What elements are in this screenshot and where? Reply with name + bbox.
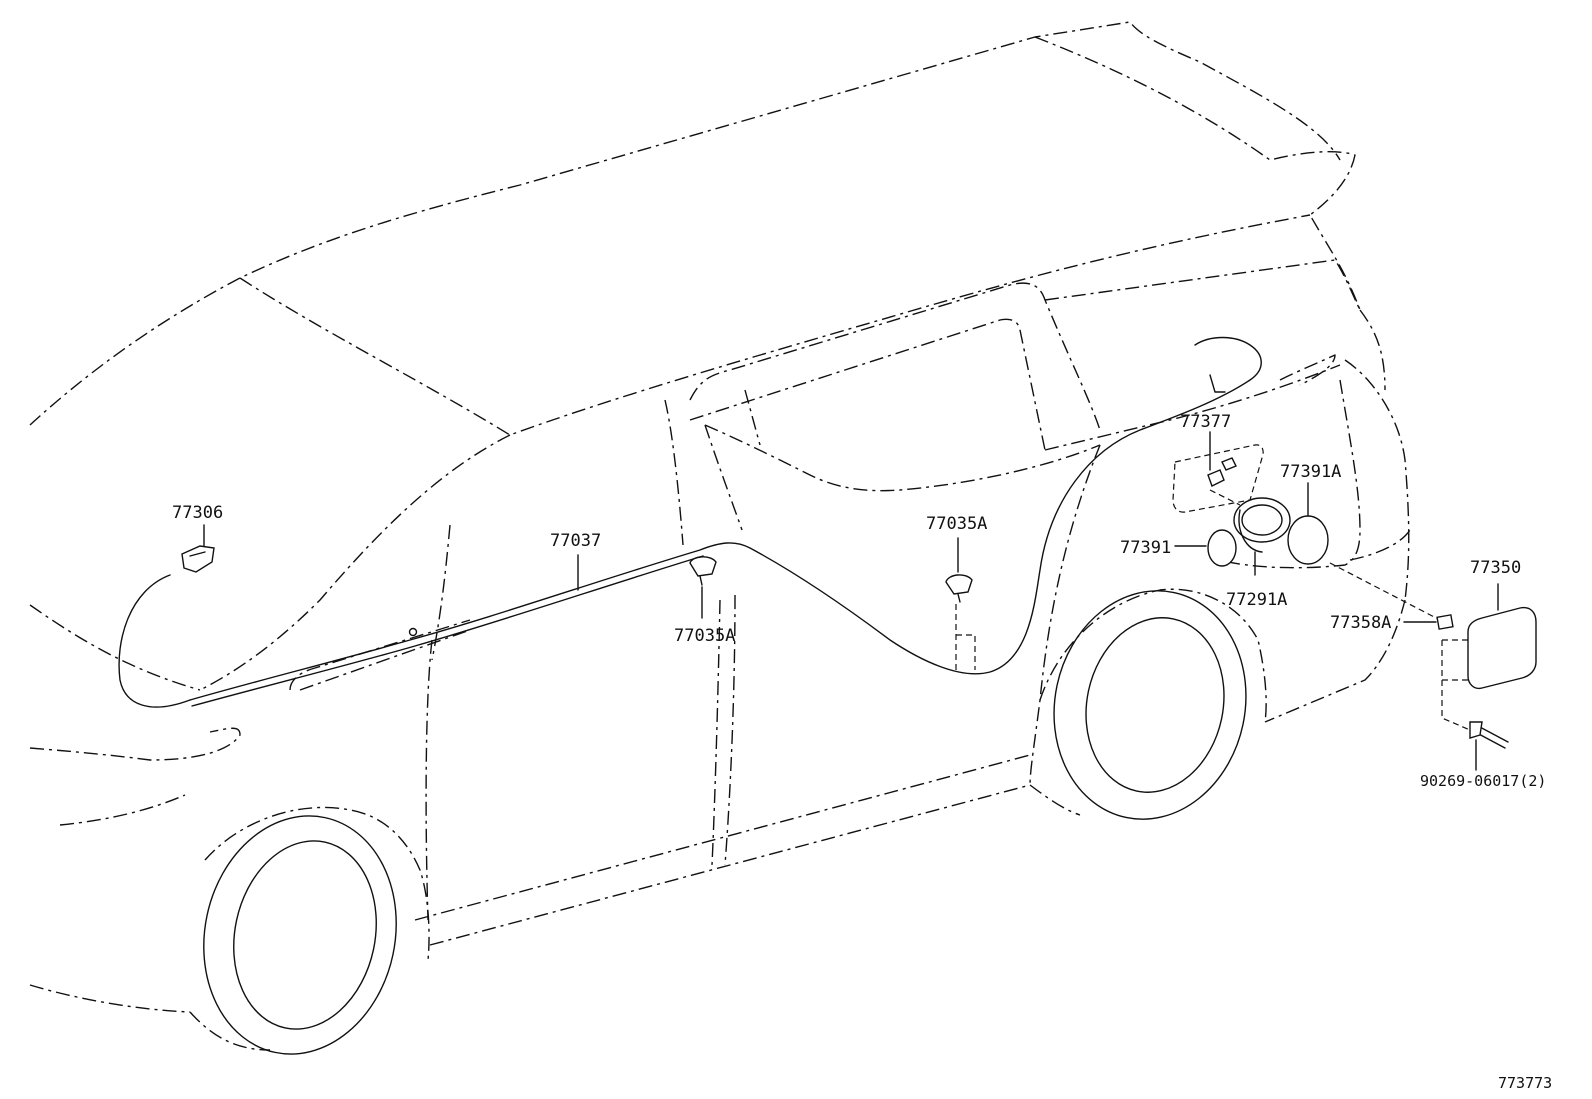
clip-77358A	[1403, 614, 1454, 630]
cable-clamp-77035A-lower	[689, 556, 717, 619]
fuel-lid-77350	[1441, 583, 1537, 731]
seal-77391	[1174, 529, 1237, 567]
callout-90269-06017: 90269-06017(2)	[1420, 772, 1546, 790]
callout-77350: 77350	[1470, 558, 1521, 578]
pin-90269-06017	[1469, 721, 1509, 771]
cable-clamp-77035A-upper	[945, 537, 976, 670]
callout-77035A-lower: 77035A	[674, 626, 735, 646]
rear-wheel	[1053, 590, 1247, 820]
release-cable-77037	[118, 336, 1262, 708]
assembly-line	[1329, 562, 1441, 621]
callout-77377: 77377	[1180, 412, 1231, 432]
callout-77037: 77037	[550, 531, 601, 551]
callout-77391: 77391	[1120, 538, 1171, 558]
front-wheel	[203, 815, 397, 1055]
callout-77391A: 77391A	[1280, 462, 1341, 482]
seal-77391A	[1287, 482, 1329, 565]
callout-77291A: 77291A	[1226, 590, 1287, 610]
callout-77035A-upper: 77035A	[926, 514, 987, 534]
callout-77358A: 77358A	[1330, 613, 1391, 633]
fuel-filler-housing-77291A	[1233, 497, 1291, 576]
diagram-id: 773773	[1498, 1074, 1552, 1092]
release-handle-77306	[181, 524, 215, 573]
callout-77306: 77306	[172, 503, 223, 523]
van-body-outline	[29, 21, 1411, 1051]
